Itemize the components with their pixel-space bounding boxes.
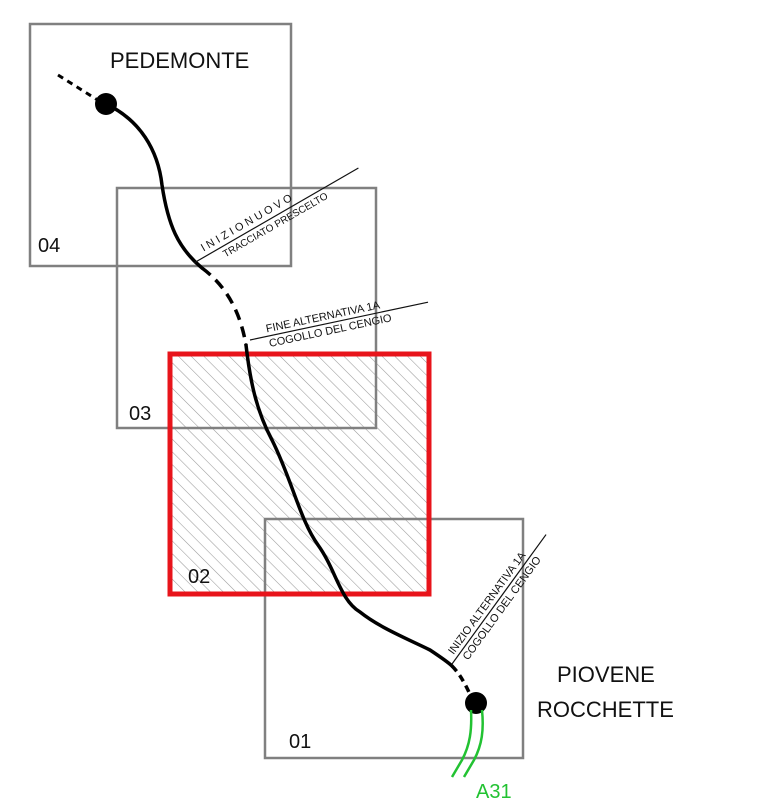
sheet-04-frame[interactable] bbox=[28, 22, 293, 268]
route-middle-dashed bbox=[200, 266, 248, 346]
sheet-01-label: 01 bbox=[289, 731, 311, 753]
endpoint-piovene[interactable] bbox=[465, 692, 487, 714]
annotation-alt-start-line2: COGOLLO DEL CENGIO bbox=[461, 554, 544, 662]
sheet-01-frame[interactable] bbox=[263, 517, 525, 760]
annotation-alt-start: INIZIO ALTERNATIVA 1A COGOLLO DEL CENGIO bbox=[446, 534, 547, 665]
sheet-03-label: 03 bbox=[129, 403, 151, 425]
place-piovene-line1: PIOVENE bbox=[557, 662, 655, 687]
annotation-new-route-start: I N I Z I O N U O V O TRACCIATO PRESCELT… bbox=[193, 167, 359, 264]
place-pedemonte: PEDEMONTE bbox=[110, 48, 249, 73]
sheet-03-frame[interactable] bbox=[115, 186, 378, 430]
endpoint-pedemonte[interactable] bbox=[95, 93, 117, 115]
annotation-leader bbox=[451, 534, 547, 665]
sheet-02-label: 02 bbox=[188, 566, 210, 588]
annotation-leader bbox=[193, 167, 359, 264]
a31-road-right bbox=[462, 709, 484, 778]
a31-road-label: A31 bbox=[476, 781, 512, 803]
route-lower bbox=[244, 343, 454, 668]
annotation-leader bbox=[249, 301, 429, 341]
sheet-02-hatch bbox=[170, 354, 429, 594]
annotation-alt-start-line1: INIZIO ALTERNATIVA 1A bbox=[446, 549, 529, 656]
annotation-alt-end: FINE ALTERNATIVA 1A COGOLLO DEL CENGIO bbox=[249, 299, 429, 350]
place-piovene-line2: ROCCHETTE bbox=[537, 697, 674, 722]
route-upper bbox=[104, 102, 204, 270]
a31-road-left bbox=[450, 709, 473, 778]
sheet-02-frame[interactable] bbox=[167, 351, 432, 597]
sheet-04-label: 04 bbox=[38, 235, 60, 257]
